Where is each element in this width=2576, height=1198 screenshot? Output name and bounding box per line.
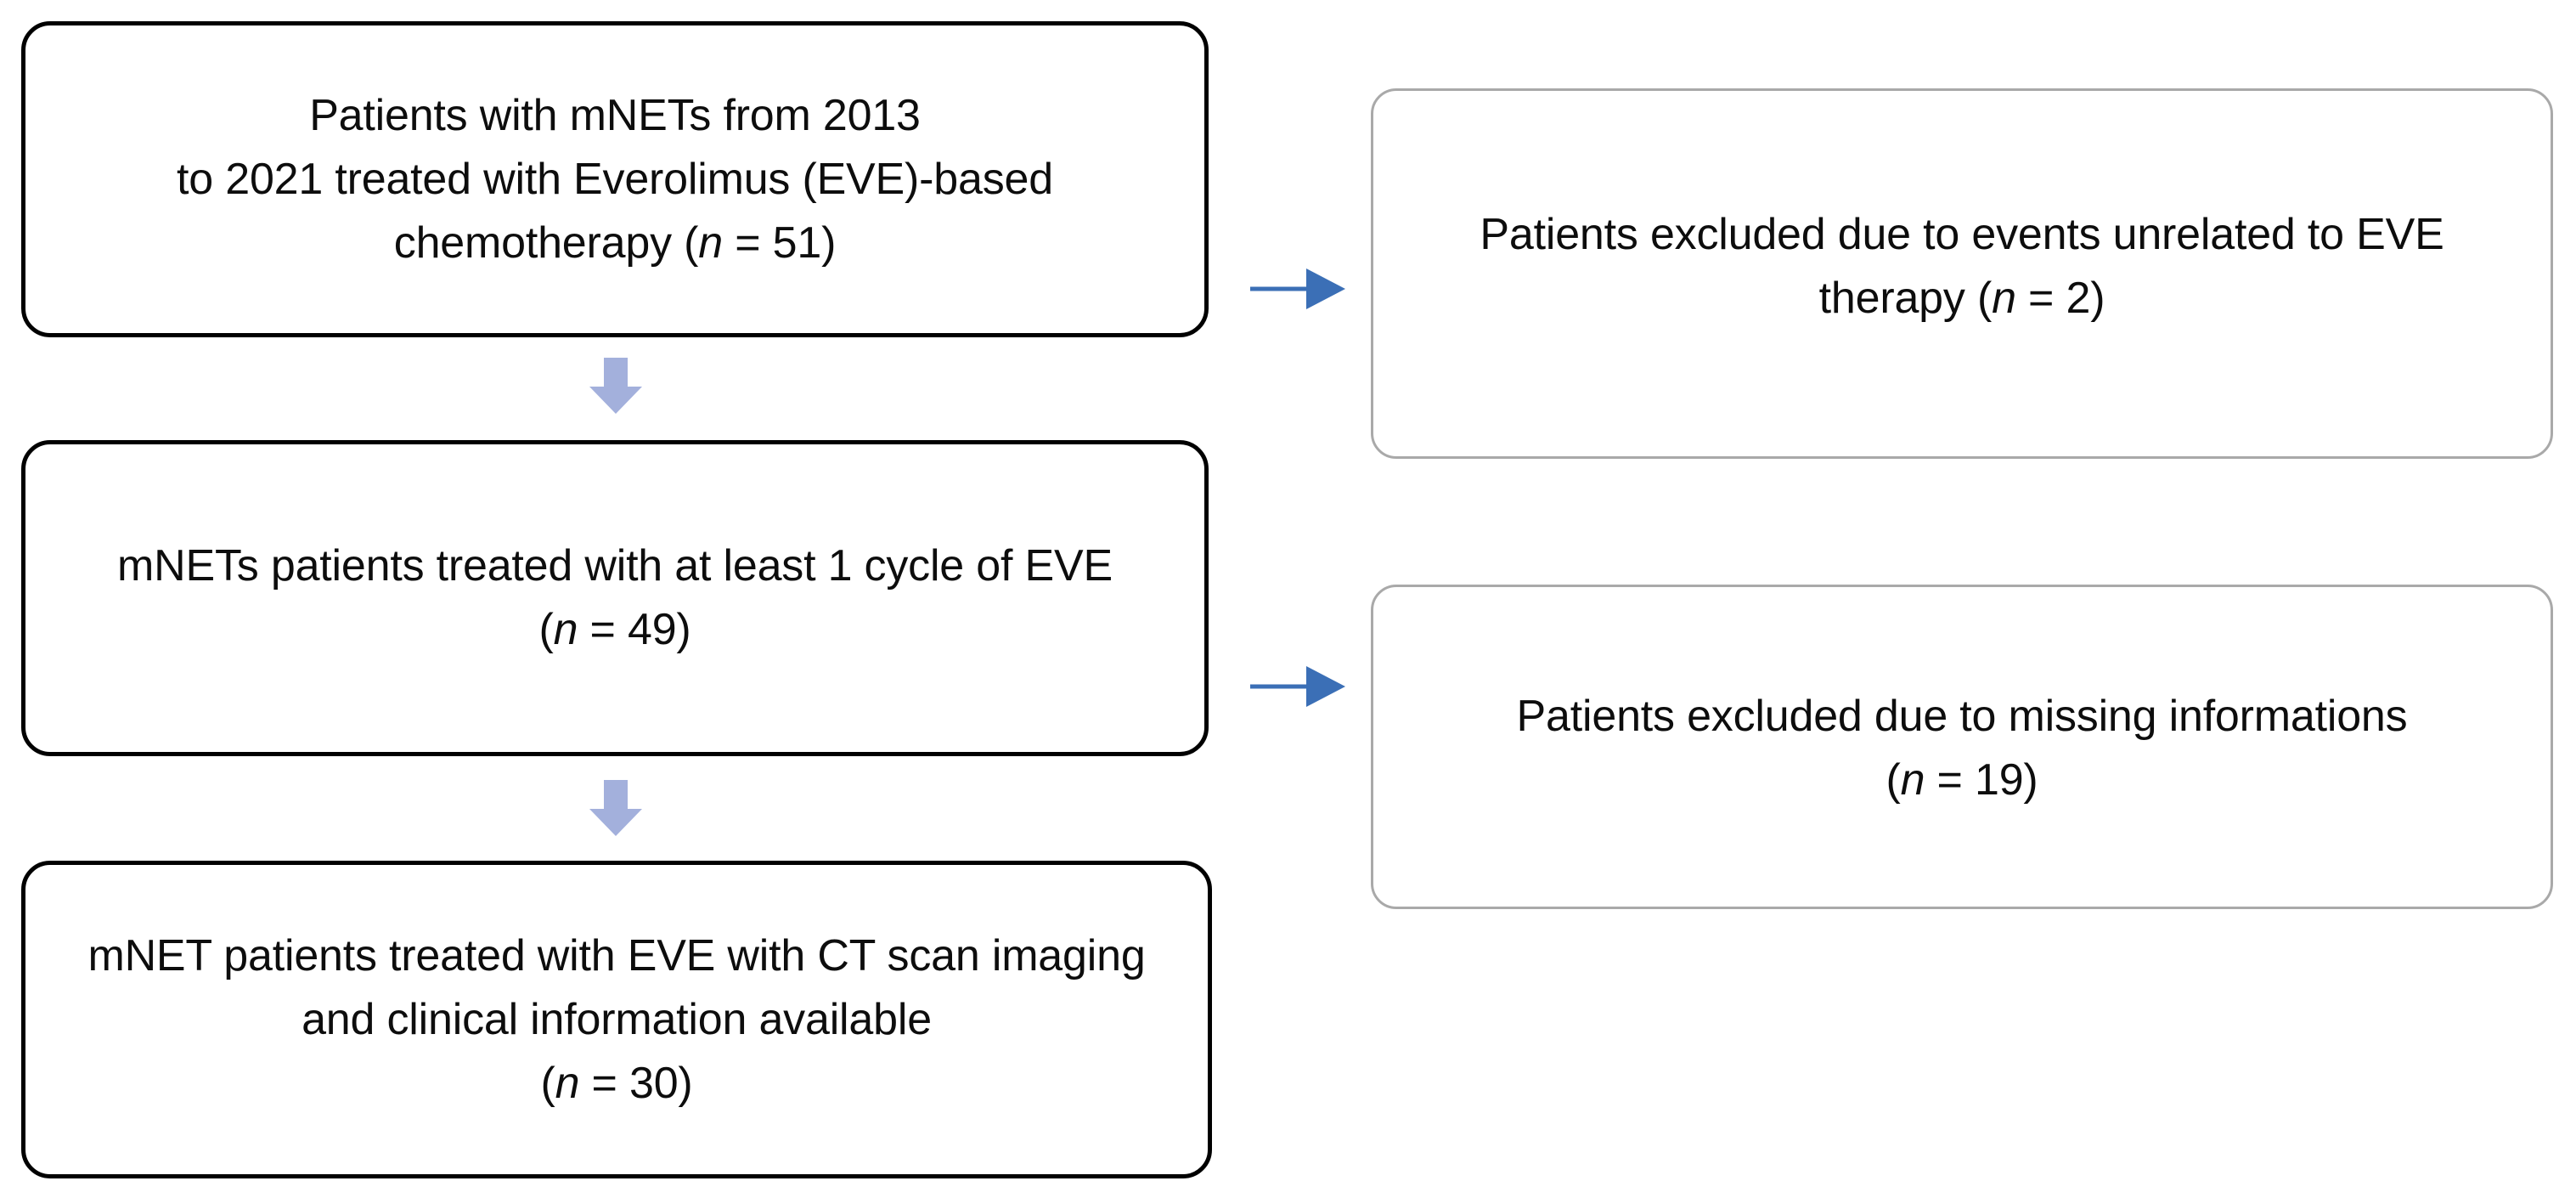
node-final-n-value: = 30) xyxy=(579,1058,693,1108)
right-arrow-glyph xyxy=(1250,268,1345,309)
node-final-line-2: and clinical information available xyxy=(302,994,932,1044)
node-excluded-2-line-2-prefix: ( xyxy=(1885,755,1901,805)
node-excluded-2-line-1: Patients excluded due to missing informa… xyxy=(1516,692,2408,741)
node-enrolled-line-3: chemotherapy (n = 51) xyxy=(177,212,1053,275)
node-enrolled-line-2: to 2021 treated with Everolimus (EVE)-ba… xyxy=(177,154,1053,204)
right-arrow-icon xyxy=(1245,663,1356,710)
down-arrow-icon xyxy=(589,358,642,414)
node-excluded-1-text: Patients excluded due to events unrelate… xyxy=(1480,203,2444,331)
node-cycle-n-symbol: n xyxy=(553,605,578,654)
node-excluded-2-n-symbol: n xyxy=(1900,755,1925,805)
node-at-least-one-cycle: mNETs patients treated with at least 1 c… xyxy=(21,440,1209,756)
node-excluded-2-text: Patients excluded due to missing informa… xyxy=(1517,685,2408,812)
down-arrow-glyph xyxy=(589,358,642,414)
down-arrow-glyph xyxy=(589,780,642,836)
node-excluded-1-line-2: therapy (n = 2) xyxy=(1480,267,2444,331)
node-final-text: mNET patients treated with EVE with CT s… xyxy=(87,924,1145,1116)
node-enrolled-n-value: = 51) xyxy=(722,218,837,268)
node-enrolled-patients: Patients with mNETs from 2013 to 2021 tr… xyxy=(21,21,1209,337)
node-excluded-2-line-2: (n = 19) xyxy=(1517,749,2408,812)
node-final-cohort: mNET patients treated with EVE with CT s… xyxy=(21,861,1212,1178)
node-excluded-1-line-1: Patients excluded due to events unrelate… xyxy=(1480,210,2444,259)
node-excluded-1-n-value: = 2) xyxy=(2015,274,2105,323)
node-enrolled-text: Patients with mNETs from 2013 to 2021 tr… xyxy=(177,84,1053,275)
node-enrolled-line-1: Patients with mNETs from 2013 xyxy=(309,90,921,140)
right-arrow-glyph xyxy=(1250,666,1345,707)
right-arrow-icon xyxy=(1245,265,1356,313)
node-excluded-1-line-2-prefix: therapy ( xyxy=(1818,274,1993,323)
node-enrolled-n-symbol: n xyxy=(698,218,723,268)
node-excluded-1-n-symbol: n xyxy=(1992,274,2016,323)
node-final-line-3: (n = 30) xyxy=(87,1052,1145,1116)
node-enrolled-line-3-prefix: chemotherapy ( xyxy=(393,218,699,268)
node-final-line-3-prefix: ( xyxy=(540,1058,555,1108)
node-cycle-line-2-prefix: ( xyxy=(538,605,554,654)
node-final-n-symbol: n xyxy=(555,1058,580,1108)
node-excluded-2-n-value: = 19) xyxy=(1925,755,2038,805)
node-excluded-unrelated-events: Patients excluded due to events unrelate… xyxy=(1371,88,2553,459)
node-cycle-text: mNETs patients treated with at least 1 c… xyxy=(117,534,1113,662)
node-final-line-1: mNET patients treated with EVE with CT s… xyxy=(87,930,1146,980)
down-arrow-icon xyxy=(589,780,642,836)
node-cycle-n-value: = 49) xyxy=(578,605,691,654)
node-excluded-missing-information: Patients excluded due to missing informa… xyxy=(1371,585,2553,909)
node-cycle-line-1: mNETs patients treated with at least 1 c… xyxy=(117,541,1113,591)
node-cycle-line-2: (n = 49) xyxy=(117,598,1113,662)
